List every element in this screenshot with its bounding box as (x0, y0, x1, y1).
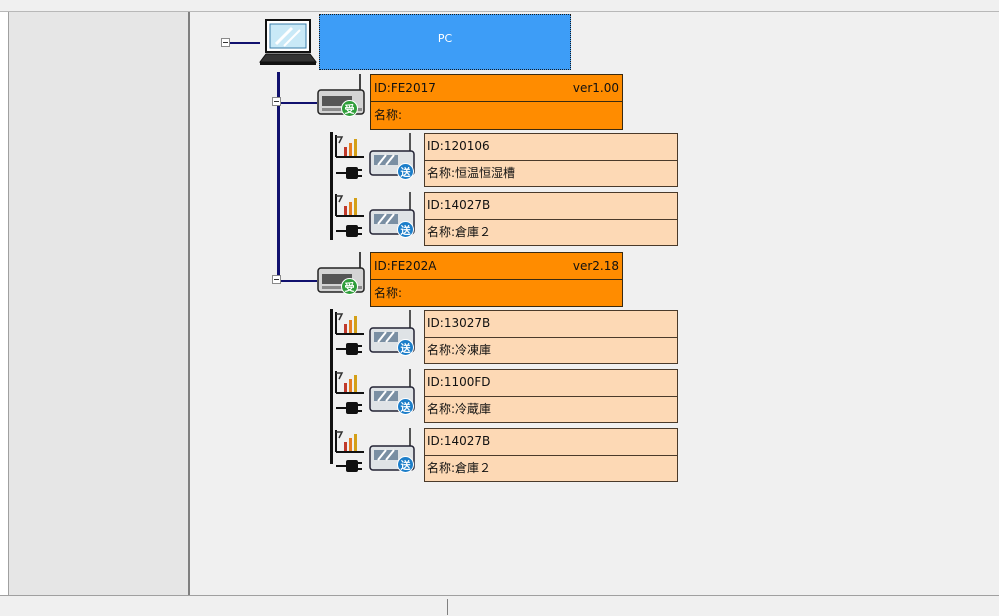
status-bar (0, 595, 999, 616)
sender-id: ID:120106 (425, 134, 677, 161)
send-badge: 送 (397, 163, 414, 180)
signal-strength-icon (335, 312, 364, 335)
send-badge: 送 (397, 456, 414, 473)
power-plug-icon (336, 343, 362, 355)
receiver-name: 名称: (374, 108, 403, 122)
tree-connector (230, 42, 260, 44)
sender-id: ID:1100FD (425, 370, 677, 397)
sender-node[interactable]: ID:14027B 名称:倉庫２ (424, 192, 678, 246)
signal-strength-icon (335, 194, 364, 217)
send-badge: 送 (397, 398, 414, 415)
sender-node[interactable]: ID:13027B 名称:冷凍庫 (424, 310, 678, 364)
pc-node-label[interactable]: PC (319, 14, 571, 70)
receiver-name: 名称: (374, 286, 403, 300)
receiver-name-row: 名称: (371, 280, 622, 306)
sender-name: 名称:冷凍庫 (427, 343, 492, 357)
send-badge: 送 (397, 221, 414, 238)
window-top-edge (0, 0, 999, 12)
signal-strength-icon (335, 135, 364, 158)
receiver-name-row: 名称: (371, 102, 622, 128)
sender-id: ID:14027B (425, 429, 677, 456)
tree-connector (277, 72, 280, 282)
pc-collapse-toggle[interactable] (221, 38, 230, 47)
tree-connector (277, 280, 317, 282)
signal-strength-icon (335, 371, 364, 394)
sender-name: 名称:恒温恒湿槽 (427, 166, 516, 180)
receive-badge: 受 (341, 278, 358, 295)
receiver-collapse-toggle[interactable] (272, 97, 281, 106)
receiver-node[interactable]: ID:FE2017 ver1.00 名称: (370, 74, 623, 130)
receiver-version: ver2.18 (572, 259, 619, 273)
sender-node[interactable]: ID:14027B 名称:倉庫２ (424, 428, 678, 482)
tree-connector (330, 309, 333, 464)
tree-connector (330, 132, 333, 240)
receiver-id: ID:FE2017 (374, 81, 436, 95)
status-separator (447, 599, 448, 615)
sender-node[interactable]: ID:120106 名称:恒温恒湿槽 (424, 133, 678, 187)
receiver-id: ID:FE202A (374, 259, 437, 273)
receiver-collapse-toggle[interactable] (272, 275, 281, 284)
sender-name: 名称:倉庫２ (427, 225, 492, 239)
power-plug-icon (336, 460, 362, 472)
signal-strength-icon (335, 430, 364, 453)
tree-connector (277, 102, 317, 104)
sender-id: ID:13027B (425, 311, 677, 338)
sender-name: 名称:冷蔵庫 (427, 402, 492, 416)
power-plug-icon (336, 225, 362, 237)
receiver-version: ver1.00 (572, 81, 619, 95)
laptop-icon (259, 19, 317, 65)
receiver-node[interactable]: ID:FE202A ver2.18 名称: (370, 252, 623, 307)
receive-badge: 受 (341, 100, 358, 117)
sender-id: ID:14027B (425, 193, 677, 220)
power-plug-icon (336, 402, 362, 414)
sender-name: 名称:倉庫２ (427, 461, 492, 475)
pc-label-text: PC (437, 31, 453, 45)
power-plug-icon (336, 167, 362, 179)
left-pane (8, 12, 190, 595)
send-badge: 送 (397, 339, 414, 356)
sender-node[interactable]: ID:1100FD 名称:冷蔵庫 (424, 369, 678, 423)
receiver-id-row: ID:FE2017 ver1.00 (371, 75, 622, 102)
receiver-id-row: ID:FE202A ver2.18 (371, 253, 622, 280)
